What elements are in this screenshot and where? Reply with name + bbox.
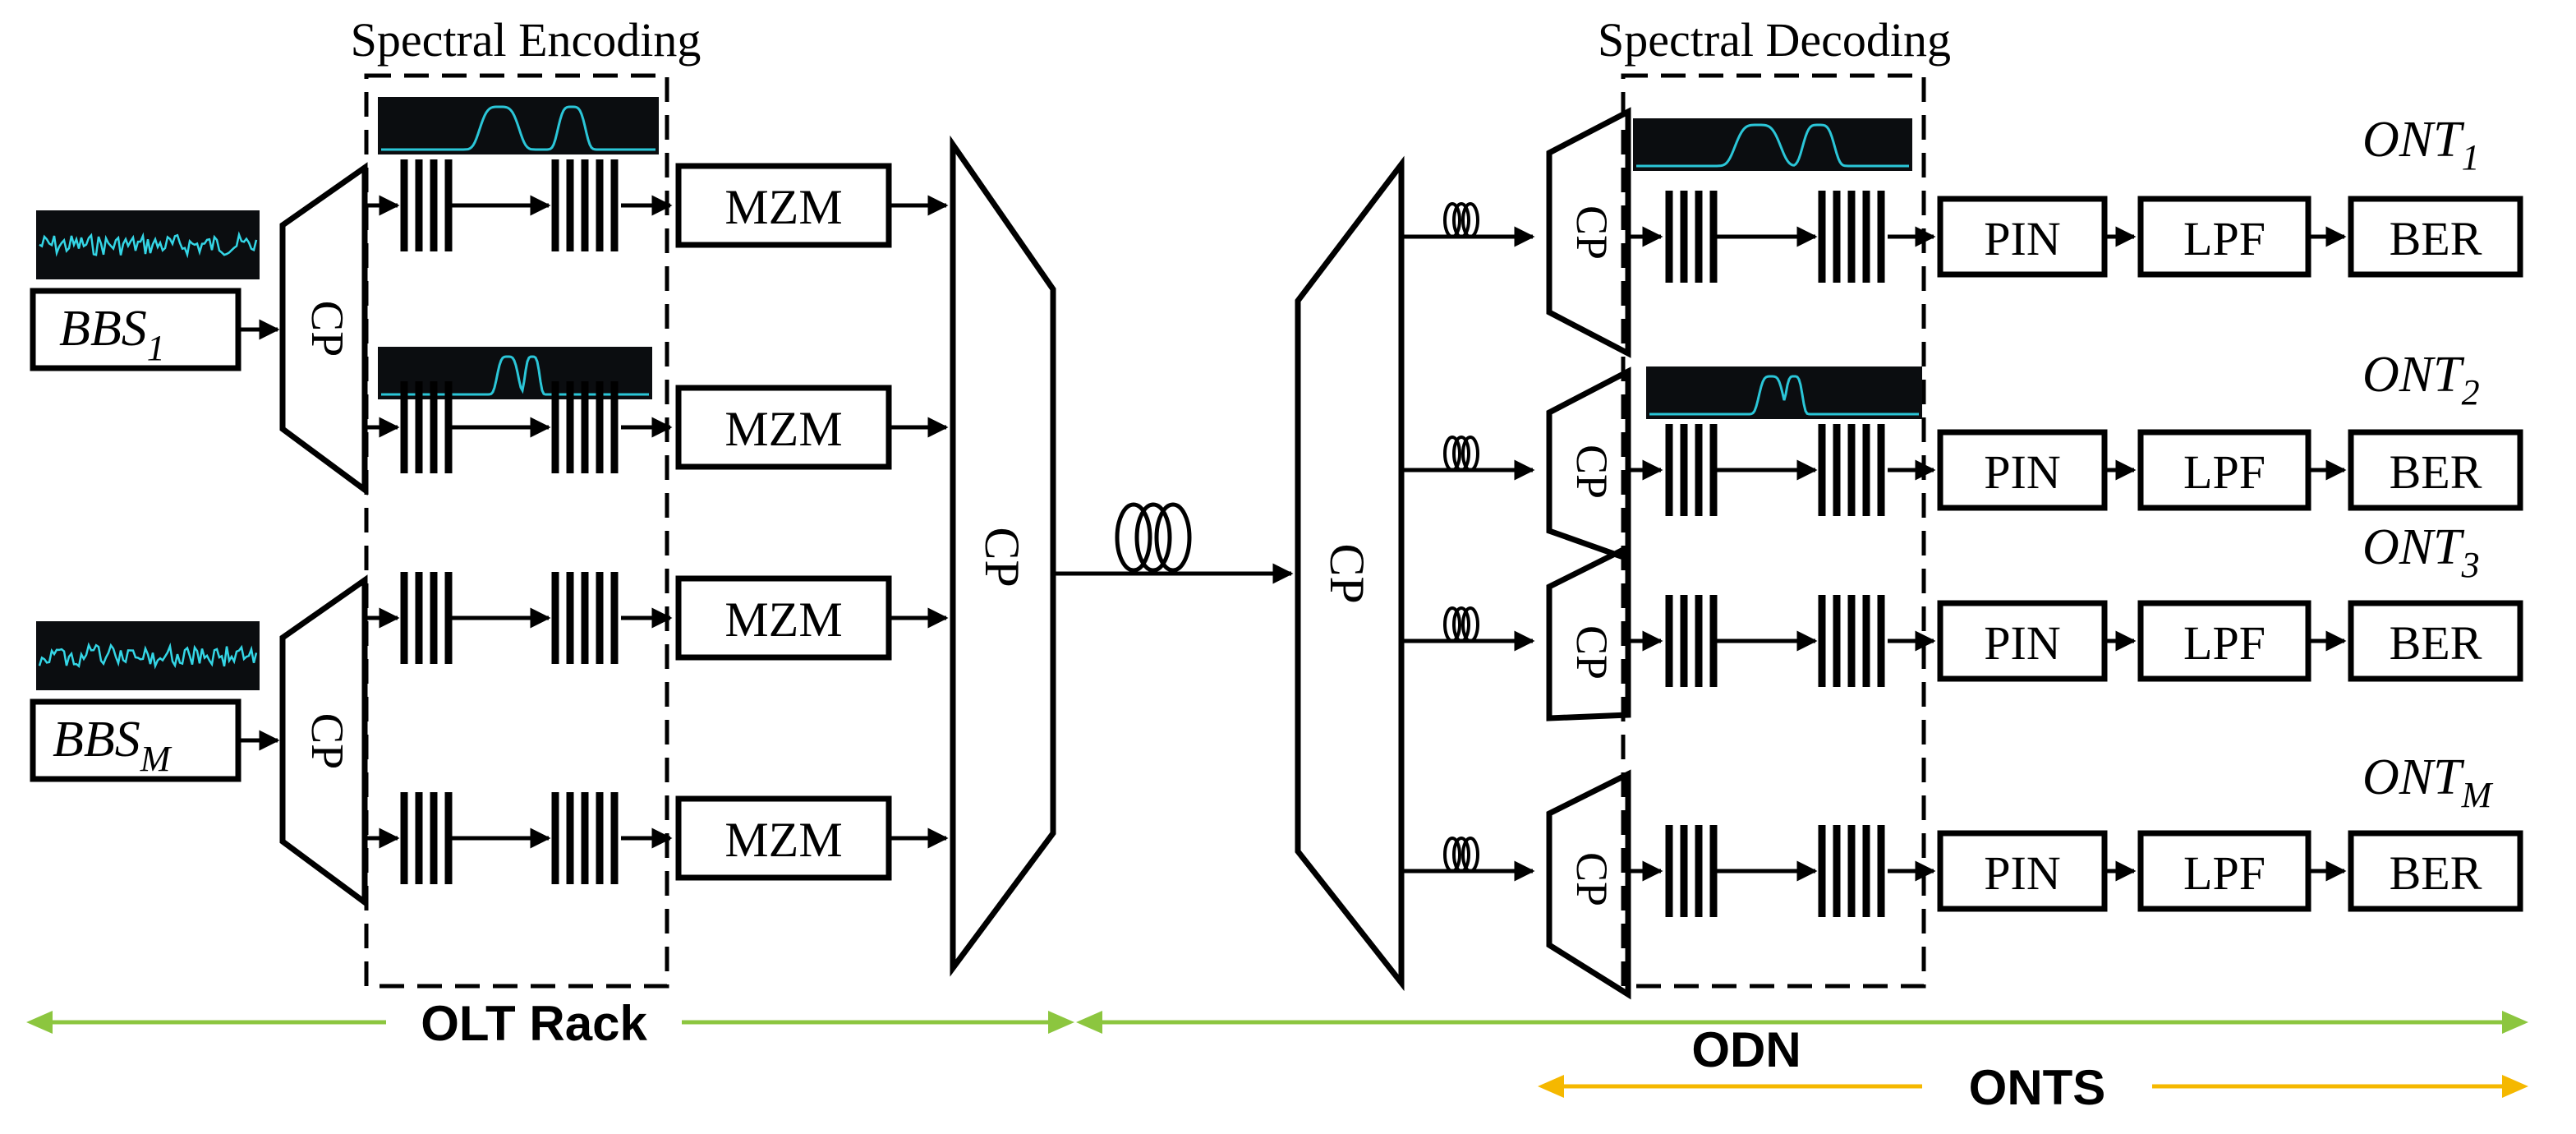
svg-text:CP: CP: [301, 301, 352, 357]
ber-label: BER: [2390, 616, 2482, 670]
lpf-label: LPF: [2183, 846, 2266, 900]
olt-rack-span: OLT Rack: [26, 996, 1074, 1051]
mzm-box: [675, 163, 892, 248]
fbg-decoder-a: [1665, 424, 1718, 516]
ont-splitter: [1546, 107, 1631, 358]
ont-branch-1: CP PIN LPF BER ONT1: [1401, 107, 2523, 358]
noise-spectrum-m: [36, 621, 260, 690]
ont-splitter-label: CP: [1567, 625, 1617, 680]
olt-splitter-1: CP: [279, 162, 368, 496]
svg-text:CP: CP: [301, 713, 352, 770]
ber-label: BER: [2390, 445, 2482, 499]
ont-splitter-label: CP: [1567, 445, 1617, 499]
ber-box: [2348, 429, 2523, 511]
ont-label-4: ONTM: [2362, 749, 2494, 815]
pin-label: PIN: [1984, 445, 2060, 499]
drop-fiber-icon: [1443, 202, 1479, 238]
mzm-box: [675, 795, 892, 881]
fbg-encoder-b: [551, 159, 619, 251]
source-m: BBSM: [30, 621, 260, 782]
ber-box: [2348, 196, 2523, 278]
odn-label: ODN: [1691, 1022, 1801, 1077]
encoder-branches: MZM MZM MZM MZM: [366, 159, 949, 884]
encoder-branch-2: MZM: [366, 381, 949, 473]
fbg-decoder-b: [1818, 825, 1885, 917]
source-1-label: BBS1: [59, 301, 165, 368]
encoder-boundary: [364, 73, 669, 989]
odn-span: ODN: [1076, 1011, 2528, 1077]
fbg-encoder-b: [551, 792, 619, 884]
spectral-encoding-label: Spectral Encoding: [351, 13, 702, 67]
feeder-fiber-icon: [1115, 502, 1192, 573]
fbg-encoder-a: [400, 159, 453, 251]
mzm-label: MZM: [724, 180, 842, 234]
encoder-spectrum-2: [378, 347, 652, 399]
fbg-decoder-a: [1665, 191, 1718, 283]
drop-fiber-icon: [1443, 606, 1479, 643]
mzm-label: MZM: [724, 592, 842, 647]
odn-splitter: CP: [1295, 155, 1405, 992]
ont-branch-3: CP PIN LPF BER ONT3: [1401, 519, 2523, 721]
pin-box: [1937, 830, 2108, 912]
olt-splitter-m: CP: [279, 574, 368, 908]
ont-label-3: ONT3: [2362, 519, 2480, 585]
olt-combiner: CP: [950, 135, 1056, 977]
fbg-decoder-a: [1665, 825, 1718, 917]
decoder-boundary: [1621, 73, 1926, 989]
fbg-decoder-a: [1665, 595, 1718, 687]
drop-fiber-icon: [1443, 436, 1479, 472]
fbg-decoder-b: [1818, 424, 1885, 516]
lpf-box: [2137, 429, 2312, 511]
fbg-encoder-b: [551, 381, 619, 473]
pin-label: PIN: [1984, 846, 2060, 900]
encoder-branch-1: MZM: [366, 159, 949, 251]
drop-fiber-icon: [1443, 837, 1479, 873]
ber-box: [2348, 830, 2523, 912]
fbg-encoder-a: [400, 572, 453, 664]
pin-label: PIN: [1984, 616, 2060, 670]
encoder-branch-4: MZM: [366, 792, 949, 884]
lpf-label: LPF: [2183, 616, 2266, 670]
mzm-label: MZM: [724, 813, 842, 867]
ont-branch-2: CP PIN LPF BER ONT2: [1401, 347, 2523, 563]
source-m-label: BBSM: [53, 712, 172, 779]
encoder-branch-3: MZM: [366, 572, 949, 664]
ont-label-1: ONT1: [2362, 112, 2480, 177]
lpf-label: LPF: [2183, 445, 2266, 499]
fbg-encoder-a: [400, 792, 453, 884]
ont-splitter-label: CP: [1567, 852, 1617, 906]
mzm-label: MZM: [724, 402, 842, 456]
ont-splitter-label: CP: [1567, 205, 1617, 260]
decoder-spectrum-1: [1633, 118, 1912, 171]
svg-text:CP: CP: [1320, 543, 1374, 603]
onts-span: ONTS: [1538, 1060, 2528, 1115]
onts-label: ONTS: [1969, 1060, 2106, 1115]
ont-splitter: [1546, 542, 1631, 721]
encoder-spectrum-1: [378, 97, 659, 154]
decoder-spectrum-2: [1646, 366, 1922, 419]
ont-label-2: ONT2: [2362, 347, 2480, 413]
fbg-decoder-b: [1818, 595, 1885, 687]
ont-splitter: [1546, 769, 1631, 1000]
fbg-decoder-b: [1818, 191, 1885, 283]
fbg-encoder-b: [551, 572, 619, 664]
noise-spectrum-1: [36, 210, 260, 279]
spectral-decoding-label: Spectral Decoding: [1598, 13, 1951, 67]
ber-label: BER: [2390, 212, 2482, 265]
pin-label: PIN: [1984, 212, 2060, 265]
olt-rack-label: OLT Rack: [421, 996, 647, 1051]
source-1: BBS1: [30, 210, 260, 371]
lpf-label: LPF: [2183, 212, 2266, 265]
pin-box: [1937, 196, 2108, 278]
ont-branch-4: CP PIN LPF BER ONTM: [1401, 749, 2523, 1000]
ber-label: BER: [2390, 846, 2482, 900]
svg-text:CP: CP: [975, 527, 1029, 587]
ber-box: [2348, 600, 2523, 682]
